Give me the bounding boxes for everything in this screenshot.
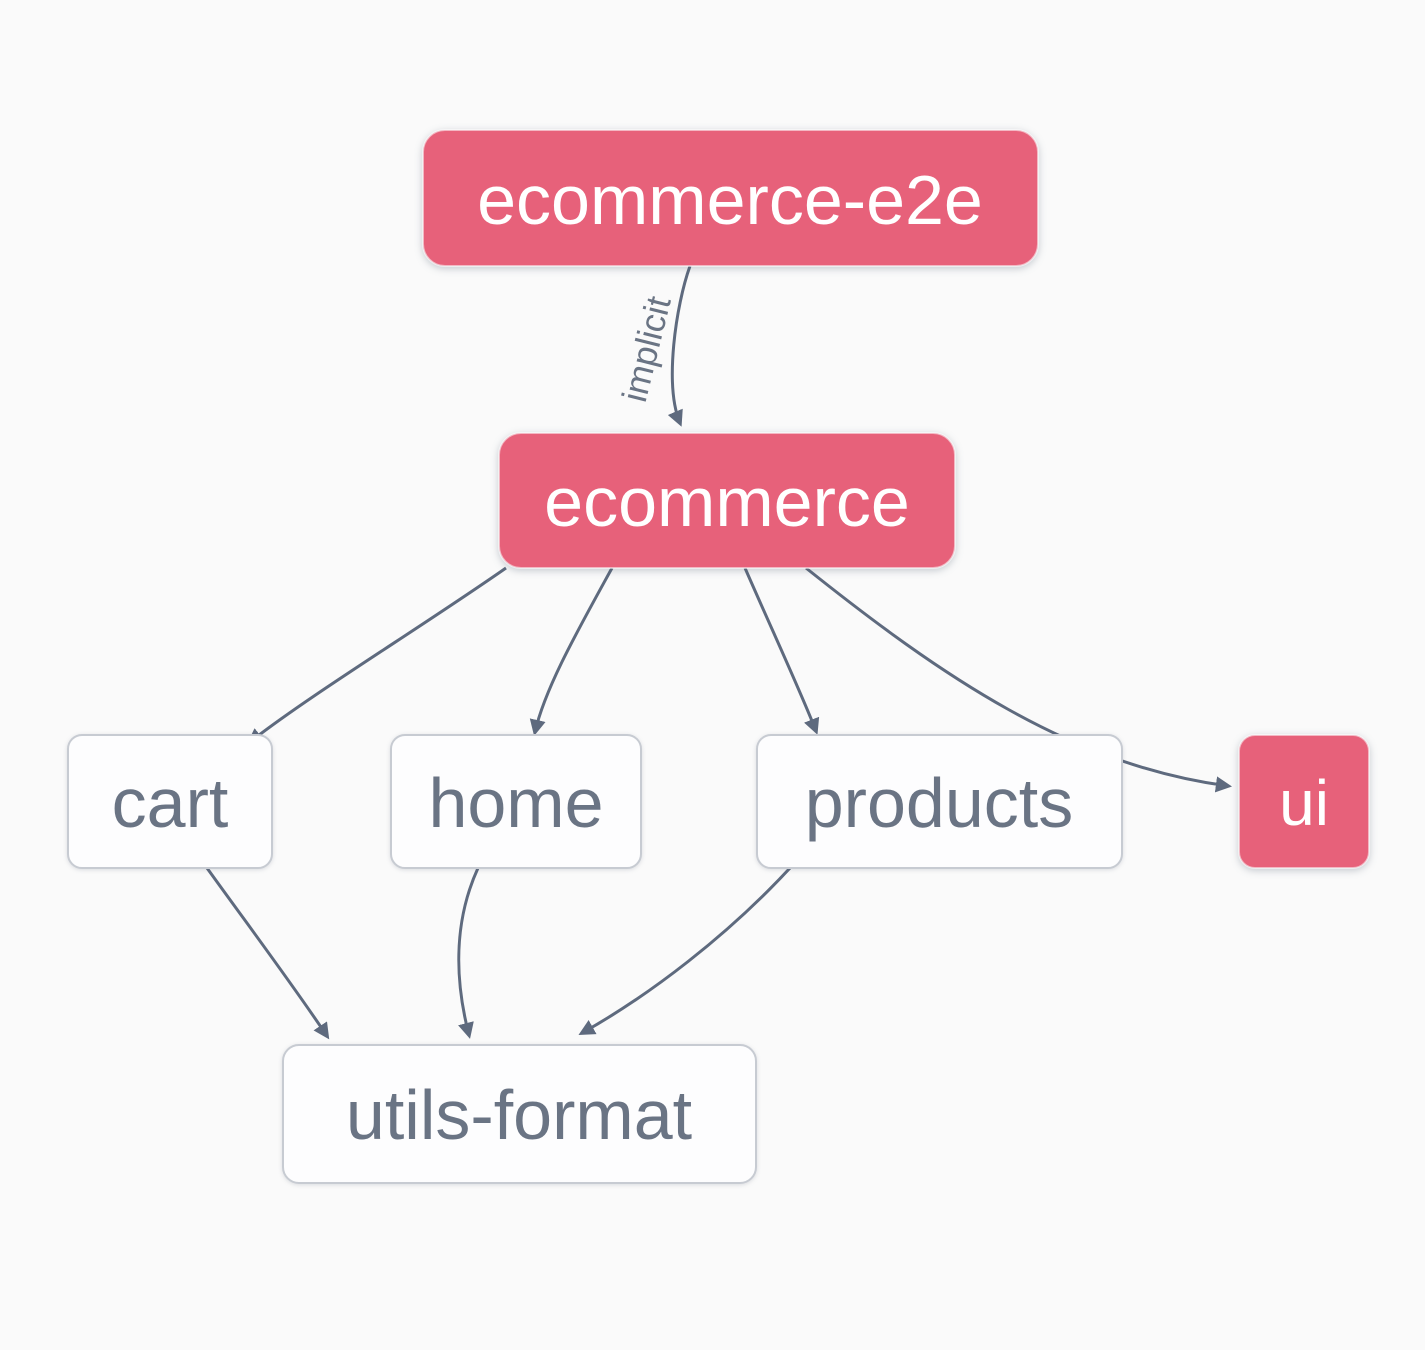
edge-ecommerce-to-ui xyxy=(805,566,1233,793)
node-ecommerce[interactable]: ecommerce xyxy=(498,432,956,569)
node-home[interactable]: home xyxy=(390,734,642,869)
node-home-box[interactable] xyxy=(390,734,642,869)
edge-products-to-utils-format xyxy=(578,866,792,1035)
edge-ecommerce-to-products xyxy=(743,567,820,735)
edge-home-to-utils-format xyxy=(457,867,480,1039)
edge-ecommerce-to-cart xyxy=(246,566,507,745)
node-utils-format[interactable]: utils-format xyxy=(282,1044,757,1184)
node-ecommerce-e2e[interactable]: ecommerce-e2e xyxy=(422,129,1039,267)
node-cart-label: cart xyxy=(112,764,229,842)
edge-label-implicit: implicit xyxy=(615,292,679,405)
edge-ecommerce-to-home xyxy=(529,567,614,736)
node-ecommerce-label: ecommerce xyxy=(544,463,910,541)
node-products-box[interactable] xyxy=(756,734,1123,869)
node-ui-label: ui xyxy=(1279,767,1329,839)
edge-layer xyxy=(205,265,1233,1040)
node-utils-format-box[interactable] xyxy=(282,1044,757,1184)
node-products-label: products xyxy=(805,764,1073,842)
node-ecommerce-e2e-label: ecommerce-e2e xyxy=(477,161,983,239)
node-home-label: home xyxy=(428,764,603,842)
node-utils-format-label: utils-format xyxy=(346,1076,692,1154)
node-cart[interactable]: cart xyxy=(67,734,273,869)
node-ui-box[interactable] xyxy=(1238,734,1370,869)
node-ui[interactable]: ui xyxy=(1238,734,1370,869)
node-ecommerce-box[interactable] xyxy=(498,432,956,569)
edge-ecommerce-e2e-to-ecommerce xyxy=(667,265,692,427)
node-cart-box[interactable] xyxy=(67,734,273,869)
edge-cart-to-utils-format xyxy=(205,867,330,1040)
node-ecommerce-e2e-box[interactable] xyxy=(422,129,1039,267)
node-products[interactable]: products xyxy=(756,734,1123,869)
